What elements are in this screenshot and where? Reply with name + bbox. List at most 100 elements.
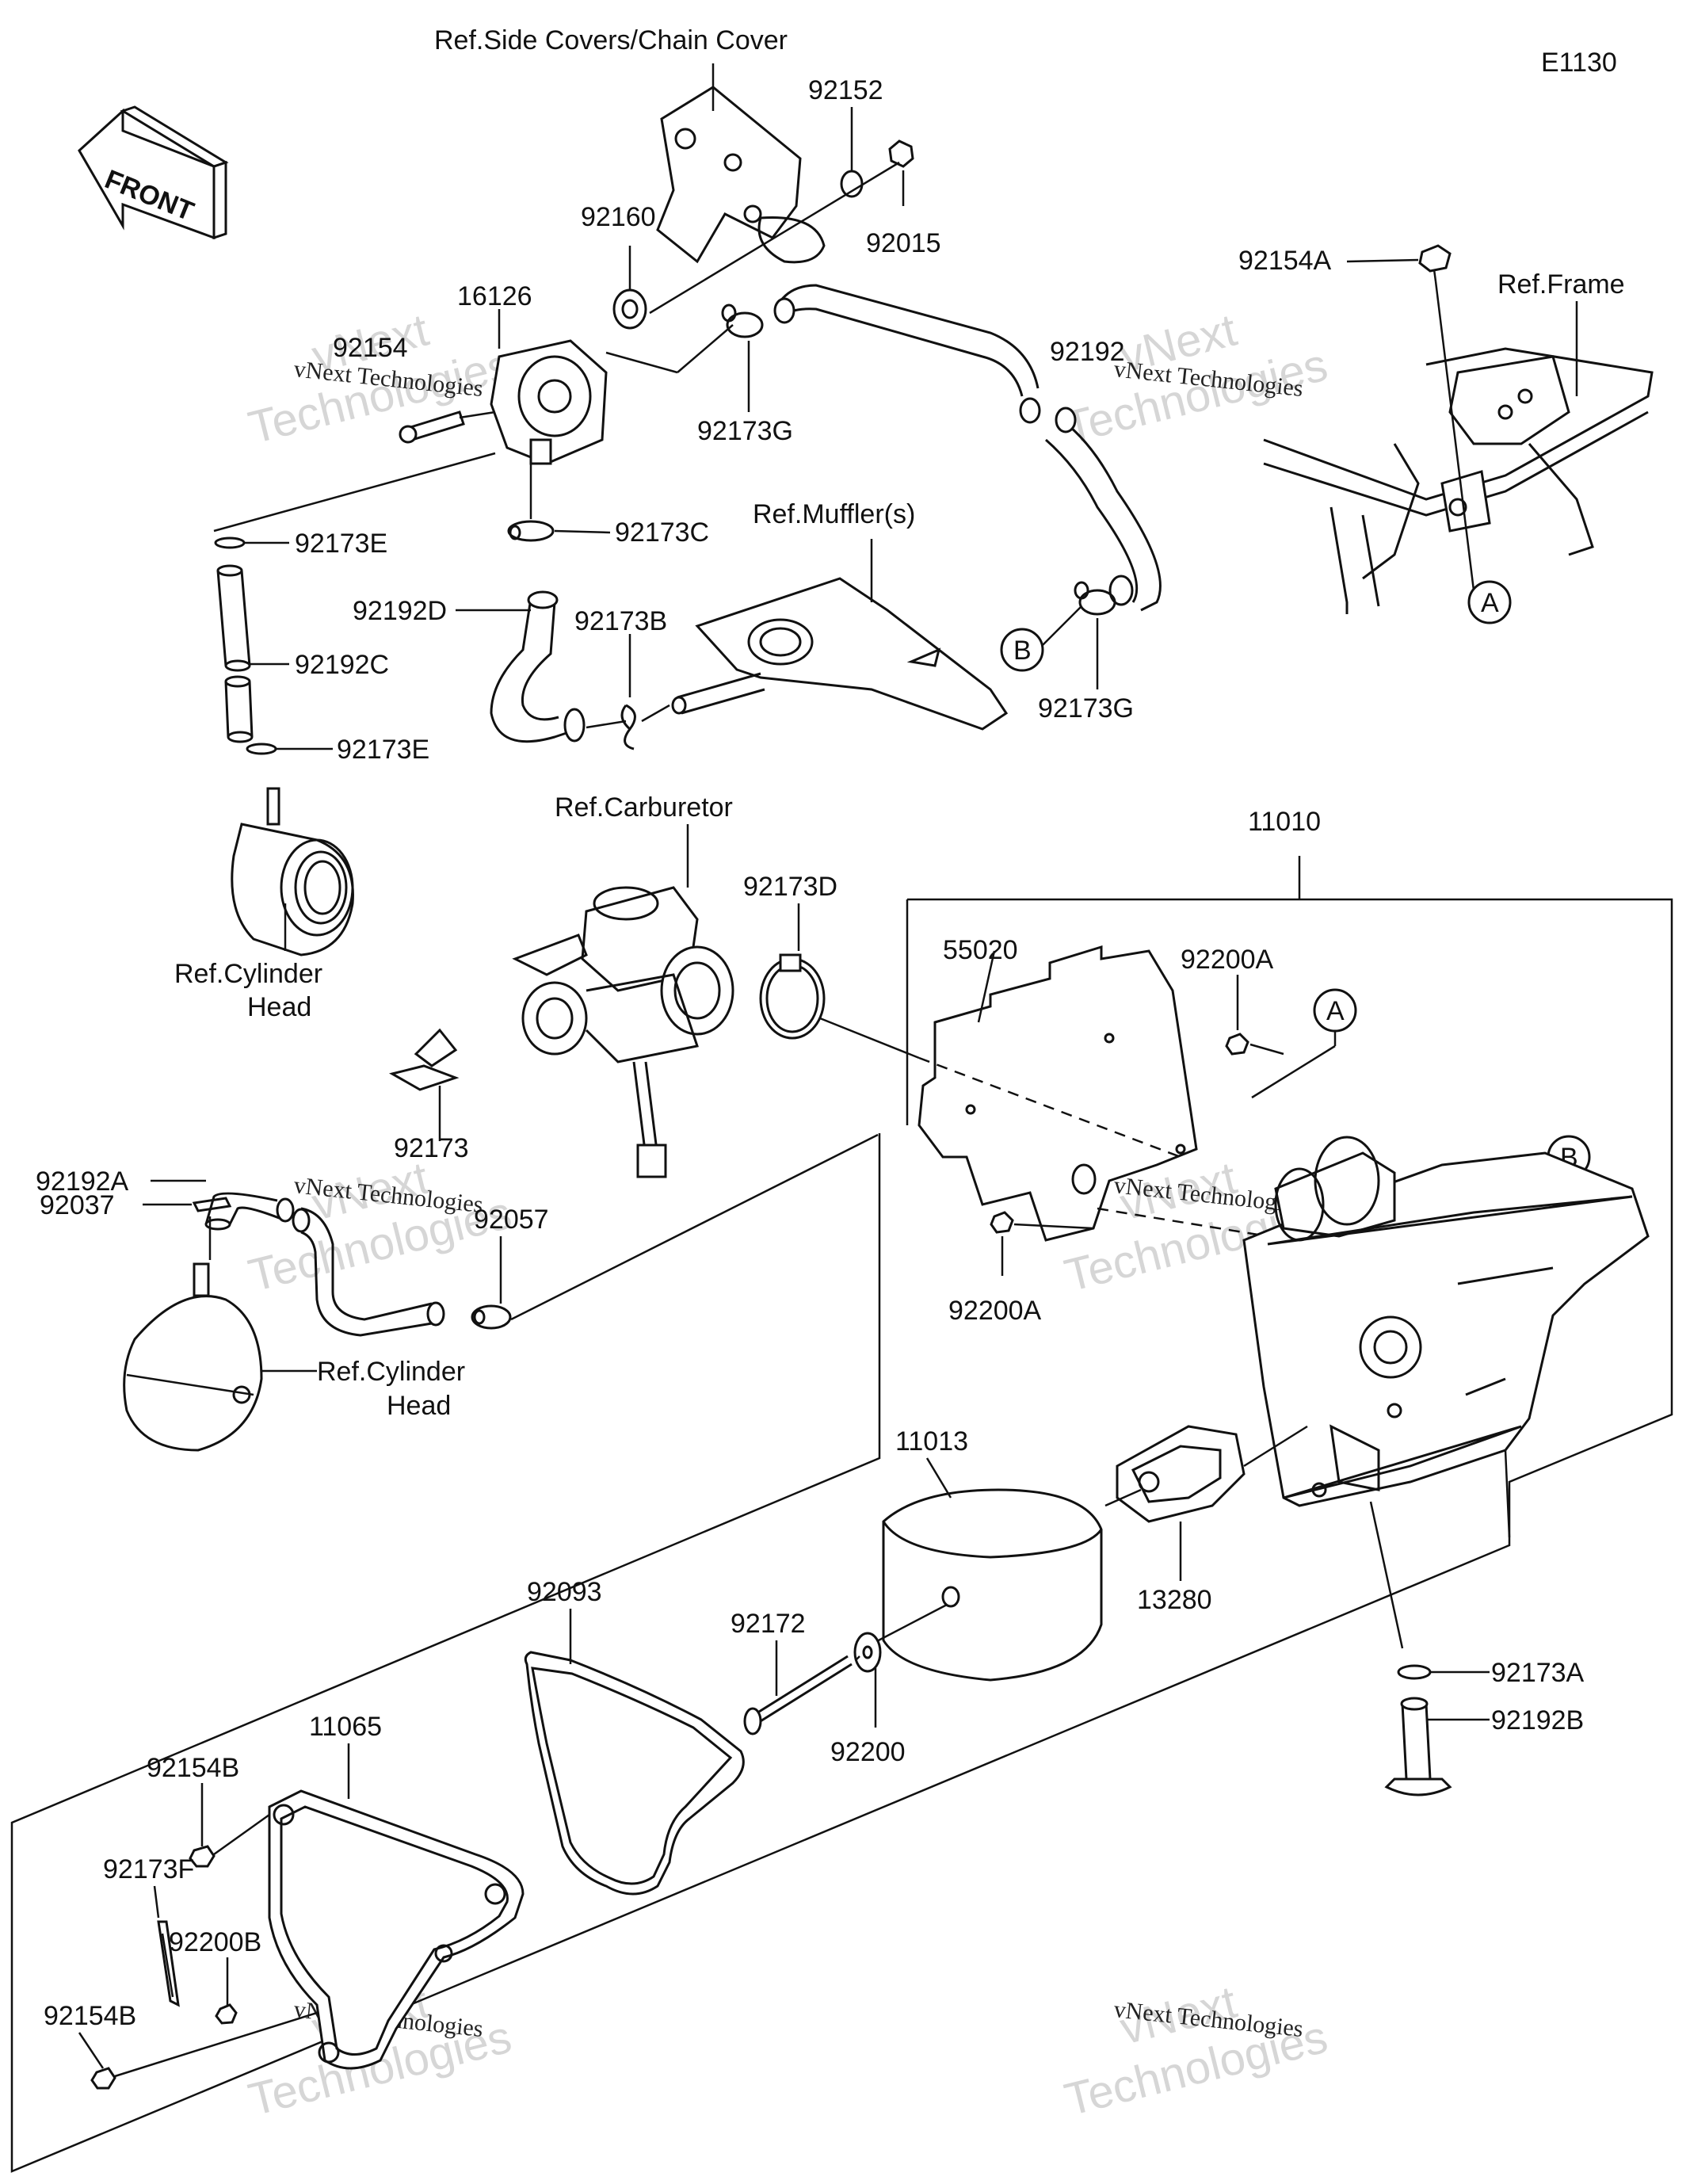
label-92192a: 92192A — [36, 1166, 129, 1197]
label-92160: 92160 — [581, 202, 656, 232]
label-92192b: 92192B — [1491, 1705, 1584, 1735]
screw-92172 — [743, 1655, 853, 1735]
hose-92192a — [204, 1192, 445, 1337]
label-92173a: 92173A — [1491, 1658, 1585, 1688]
svg-text:A: A — [1481, 588, 1499, 618]
grommet-92160 — [612, 288, 647, 330]
label-11065: 11065 — [309, 1712, 382, 1742]
label-92200a-top: 92200A — [1181, 945, 1274, 975]
clamp-92057 — [471, 1304, 512, 1330]
label-ref-frame: Ref.Frame — [1497, 269, 1625, 300]
label-16126: 16126 — [457, 281, 532, 311]
cover-11065 — [268, 1743, 525, 2070]
washer-92152 — [840, 170, 864, 198]
label-92173e-top: 92173E — [295, 529, 387, 559]
clamp-92173a — [1397, 1664, 1432, 1680]
clamp-92173g-right — [1074, 581, 1116, 616]
assembly-box — [10, 898, 1673, 2173]
watermark-6: vNext Technologies vNext Technologies — [1059, 1976, 1332, 2126]
callout-a-box: A — [1313, 988, 1357, 1033]
clamp-92173c — [507, 520, 555, 542]
label-92154b-top: 92154B — [147, 1753, 239, 1783]
nut-92200a-top — [1225, 1033, 1249, 1056]
label-92015: 92015 — [866, 228, 941, 258]
air-suction-valve-16126 — [490, 309, 678, 465]
label-92154: 92154 — [333, 333, 408, 363]
front-arrow-icon: FRONT — [78, 105, 229, 240]
clamp-92173b — [620, 704, 636, 750]
nut-92200b — [215, 2003, 238, 2025]
label-92173e-bot: 92173E — [337, 735, 429, 765]
label-92173: 92173 — [394, 1133, 469, 1163]
callout-b-left: B — [1000, 628, 1044, 672]
label-92057: 92057 — [474, 1205, 549, 1235]
label-92200: 92200 — [830, 1737, 906, 1767]
svg-text:B: B — [1013, 636, 1032, 666]
clamp-92173d — [759, 953, 826, 1040]
side-cover-bracket — [656, 63, 826, 264]
label-55020: 55020 — [943, 935, 1018, 965]
label-92173d: 92173D — [743, 872, 837, 902]
label-ref-carburetor: Ref.Carburetor — [555, 792, 733, 823]
bolt-92154b-top — [189, 1845, 216, 1868]
clamp-92173e-bot — [246, 743, 277, 755]
clip-92173 — [389, 1028, 460, 1091]
hose-92192c — [216, 564, 254, 743]
air-cleaner-housing — [1242, 1136, 1650, 1649]
clamp-92173g-top — [721, 304, 764, 338]
diagram-code: E1130 — [1541, 48, 1617, 78]
frame-ref — [1263, 301, 1654, 614]
label-ref-side-covers: Ref.Side Covers/Chain Cover — [434, 25, 788, 55]
label-ref-cylinder-head-top-2: Head — [247, 992, 311, 1022]
label-ref-cylinder-head-bot-2: Head — [387, 1391, 451, 1421]
label-92192d: 92192D — [353, 596, 447, 626]
filter-holder-13280 — [1116, 1425, 1308, 1581]
washer-92200 — [853, 1632, 882, 1673]
label-ref-cylinder-head-bot-1: Ref.Cylinder — [317, 1357, 465, 1387]
carburetor-ref — [512, 824, 734, 1178]
label-92037: 92037 — [40, 1190, 115, 1220]
tube-92192b — [1384, 1697, 1452, 1796]
cylinder-head-ref-top — [231, 787, 354, 956]
label-92200b: 92200B — [169, 1927, 261, 1957]
bolt-92154 — [399, 410, 465, 444]
label-92173c: 92173C — [615, 517, 709, 548]
label-92173f: 92173F — [103, 1854, 194, 1884]
strap-92173f — [157, 1920, 180, 2007]
label-92173g-right: 92173G — [1038, 693, 1134, 724]
label-92152: 92152 — [808, 75, 883, 105]
hose-92192d — [490, 598, 579, 743]
label-92093: 92093 — [527, 1577, 602, 1607]
clamp-92173e-top — [214, 536, 246, 549]
label-92154b-bot: 92154B — [44, 2001, 136, 2031]
cylinder-head-ref-bot — [123, 1216, 317, 1452]
label-11010: 11010 — [1248, 807, 1321, 837]
label-92200a-bot: 92200A — [948, 1296, 1042, 1326]
hose-92192-upper — [779, 284, 1040, 397]
label-ref-cylinder-head-top-1: Ref.Cylinder — [174, 959, 322, 989]
muffler-ref — [695, 539, 1009, 731]
watermark-1: vNext Technologies vNext Technologies — [243, 304, 516, 454]
clamp-92037 — [192, 1197, 232, 1212]
watermark-2: vNext Technologies vNext Technologies — [1059, 304, 1332, 454]
nut-92200a-bot — [990, 1211, 1014, 1234]
bolt-92154b-bot — [90, 2067, 116, 2090]
nut-92015 — [888, 139, 914, 168]
bolt-92154a — [1418, 244, 1452, 282]
svg-text:A: A — [1326, 996, 1345, 1026]
label-92173g-top: 92173G — [697, 416, 793, 446]
label-ref-muffler: Ref.Muffler(s) — [753, 499, 915, 529]
part-labels: Ref.Side Covers/Chain Cover 92152 92015 … — [36, 25, 1625, 2031]
callout-a-frame: A — [1467, 580, 1512, 624]
label-92172: 92172 — [731, 1609, 806, 1639]
label-92154a: 92154A — [1238, 246, 1332, 276]
label-92192: 92192 — [1050, 337, 1125, 367]
seal-92093 — [524, 1651, 745, 1896]
gasket-55020 — [917, 945, 1198, 1242]
label-13280: 13280 — [1137, 1585, 1212, 1615]
label-92173b: 92173B — [574, 606, 667, 636]
label-92192c: 92192C — [295, 650, 389, 680]
air-filter-element-11013 — [855, 1457, 1142, 1682]
label-11013: 11013 — [895, 1426, 968, 1457]
